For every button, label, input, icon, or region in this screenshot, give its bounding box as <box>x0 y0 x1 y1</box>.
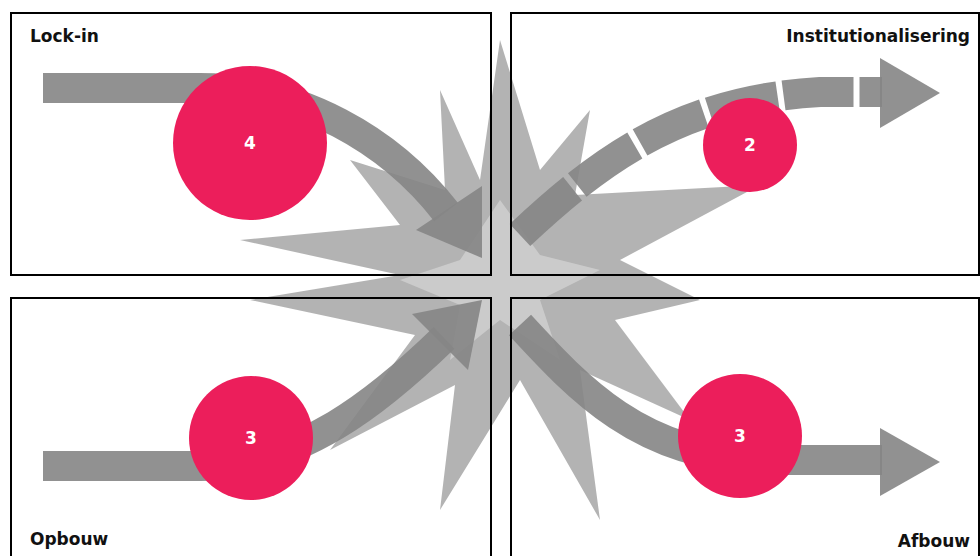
count-number: 3 <box>734 426 746 446</box>
arrowhead <box>416 186 482 258</box>
institutionalisering-arrow <box>520 92 882 235</box>
arrowhead <box>412 300 482 370</box>
quadrant-title: Lock-in <box>30 26 99 46</box>
quadrant-title: Afbouw <box>898 531 970 551</box>
quadrant-title: Institutionalisering <box>786 26 970 46</box>
count-number: 4 <box>244 133 256 153</box>
count-circle: 3 <box>189 376 313 500</box>
phase-quadrant: Lock-in 4 <box>10 12 492 276</box>
count-number: 3 <box>245 428 257 448</box>
count-circle: 2 <box>703 98 797 192</box>
count-circle: 3 <box>678 374 802 498</box>
count-number: 2 <box>744 135 756 155</box>
arrowhead <box>880 428 940 496</box>
phase-quadrant: Institutionalisering 2 <box>510 12 980 276</box>
arrowhead <box>880 58 940 128</box>
quadrant-title: Opbouw <box>30 529 108 549</box>
phase-quadrant: Opbouw 3 <box>10 297 492 556</box>
count-circle: 4 <box>173 66 327 220</box>
phase-quadrant: Afbouw 3 <box>510 297 980 556</box>
